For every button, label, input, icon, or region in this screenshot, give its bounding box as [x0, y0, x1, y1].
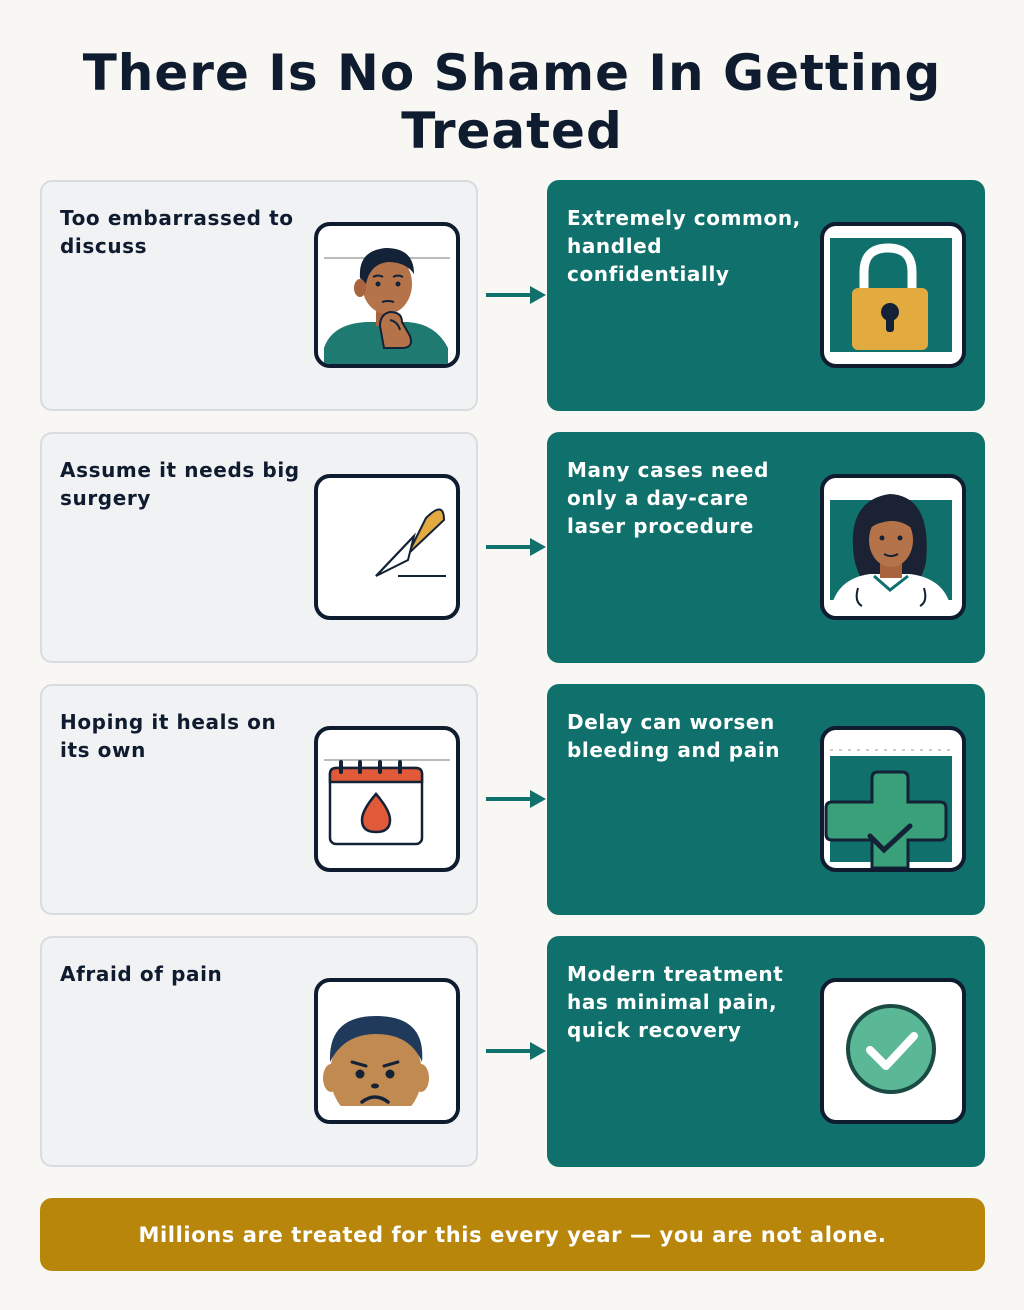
worried-face-icon [314, 978, 460, 1124]
comparison-row: Hoping it heals on its own Delay can wor… [40, 684, 985, 915]
footer-banner: Millions are treated for this every year… [40, 1198, 985, 1271]
fact-card: Modern treatment has minimal pain, quick… [547, 936, 985, 1167]
scalpel-icon [314, 474, 460, 620]
myth-card: Too embarrassed to discuss [40, 180, 478, 411]
comparison-row: Too embarrassed to discuss Extremely com… [40, 180, 985, 411]
myth-text: Hoping it heals on its own [60, 710, 277, 762]
arrow-icon [486, 790, 546, 808]
arrow-icon [486, 538, 546, 556]
arrow-icon [486, 286, 546, 304]
fact-text: Delay can worsen bleeding and pain [567, 710, 781, 762]
myth-card: Assume it needs big surgery [40, 432, 478, 663]
myth-card: Hoping it heals on its own [40, 684, 478, 915]
doctor-icon [820, 474, 966, 620]
fact-text: Modern treatment has minimal pain, quick… [567, 962, 784, 1042]
fact-card: Extremely common, handled confidentially [547, 180, 985, 411]
thinking-person-icon [314, 222, 460, 368]
fact-card: Many cases need only a day-care laser pr… [547, 432, 985, 663]
myth-text: Afraid of pain [60, 962, 223, 986]
fact-text: Extremely common, handled confidentially [567, 206, 801, 286]
comparison-row: Assume it needs big surgery Many cases n… [40, 432, 985, 663]
arrow-icon [486, 1042, 546, 1060]
padlock-icon [820, 222, 966, 368]
check-circle-icon [820, 978, 966, 1124]
calendar-blood-drop-icon [314, 726, 460, 872]
medical-cross-check-icon [820, 726, 966, 872]
fact-text: Many cases need only a day-care laser pr… [567, 458, 770, 538]
myth-text: Assume it needs big surgery [60, 458, 300, 510]
myth-text: Too embarrassed to discuss [60, 206, 294, 258]
myth-card: Afraid of pain [40, 936, 478, 1167]
comparison-row: Afraid of pain Modern treatment has mini… [40, 936, 985, 1167]
fact-card: Delay can worsen bleeding and pain [547, 684, 985, 915]
page-title: There Is No Shame In Getting Treated [82, 44, 942, 160]
